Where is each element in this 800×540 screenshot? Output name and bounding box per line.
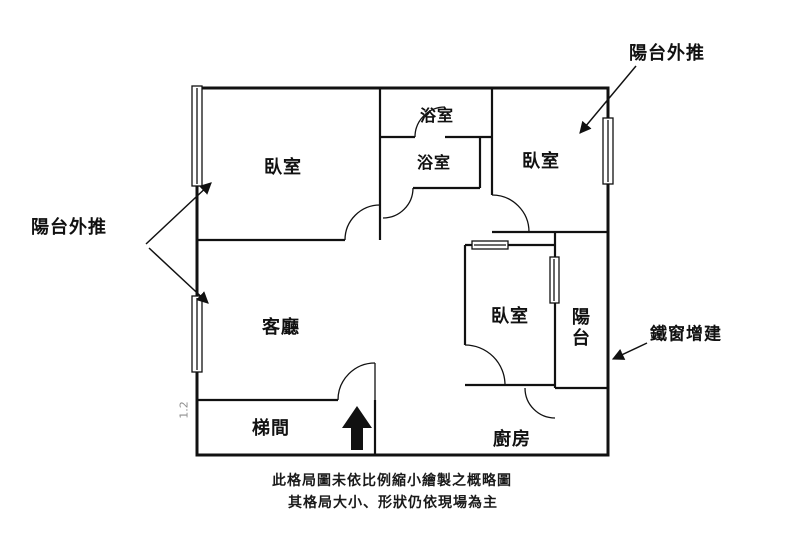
arrow-balcony-pushout-left-down xyxy=(148,247,209,304)
outer-walls xyxy=(195,86,610,457)
entrance-arrow-icon xyxy=(342,406,372,450)
room-label-bathroom-top: 浴室 xyxy=(419,106,455,125)
door-arc xyxy=(491,194,530,233)
dimension-label: 1.2 xyxy=(177,401,191,419)
door-arcs xyxy=(337,106,556,419)
door-arc xyxy=(382,187,414,219)
door-arc xyxy=(524,387,556,419)
door-arc xyxy=(337,362,376,401)
room-label-bedroom-top-left: 臥室 xyxy=(264,157,302,178)
window xyxy=(191,295,203,373)
window xyxy=(549,256,560,304)
annotation-iron-window: 鐵窗增建 xyxy=(650,324,722,345)
annotation-balcony-pushout-top-right: 陽台外推 xyxy=(629,43,705,64)
annotation-balcony-pushout-left: 陽台外推 xyxy=(31,217,107,238)
room-label-balcony: 陽台 xyxy=(568,307,590,349)
disclaimer-line-1: 此格局圖未依比例縮小繪製之概略圖 xyxy=(272,473,512,489)
door-arc xyxy=(414,106,446,138)
room-label-bedroom-middle: 臥室 xyxy=(491,306,529,327)
room-label-bedroom-top-right: 臥室 xyxy=(522,151,560,172)
arrow-balcony-pushout-left-up xyxy=(145,182,212,245)
room-label-bathroom-middle: 浴室 xyxy=(416,153,452,172)
room-label-living-room: 客廳 xyxy=(262,317,300,338)
disclaimer-line-2: 其格局大小、形狀仍依現場為主 xyxy=(288,495,498,511)
annotation-arrows xyxy=(145,65,648,360)
windows xyxy=(191,85,614,373)
door-arc xyxy=(464,344,506,386)
door-arc xyxy=(344,204,381,241)
room-label-stairwell: 梯間 xyxy=(252,418,290,439)
arrow-balcony-pushout-top-right xyxy=(579,65,637,134)
window xyxy=(471,240,509,250)
arrow-iron-window xyxy=(611,342,648,360)
window xyxy=(602,117,614,185)
room-label-kitchen: 廚房 xyxy=(493,429,531,450)
window xyxy=(191,85,203,187)
interior-walls xyxy=(197,88,608,455)
